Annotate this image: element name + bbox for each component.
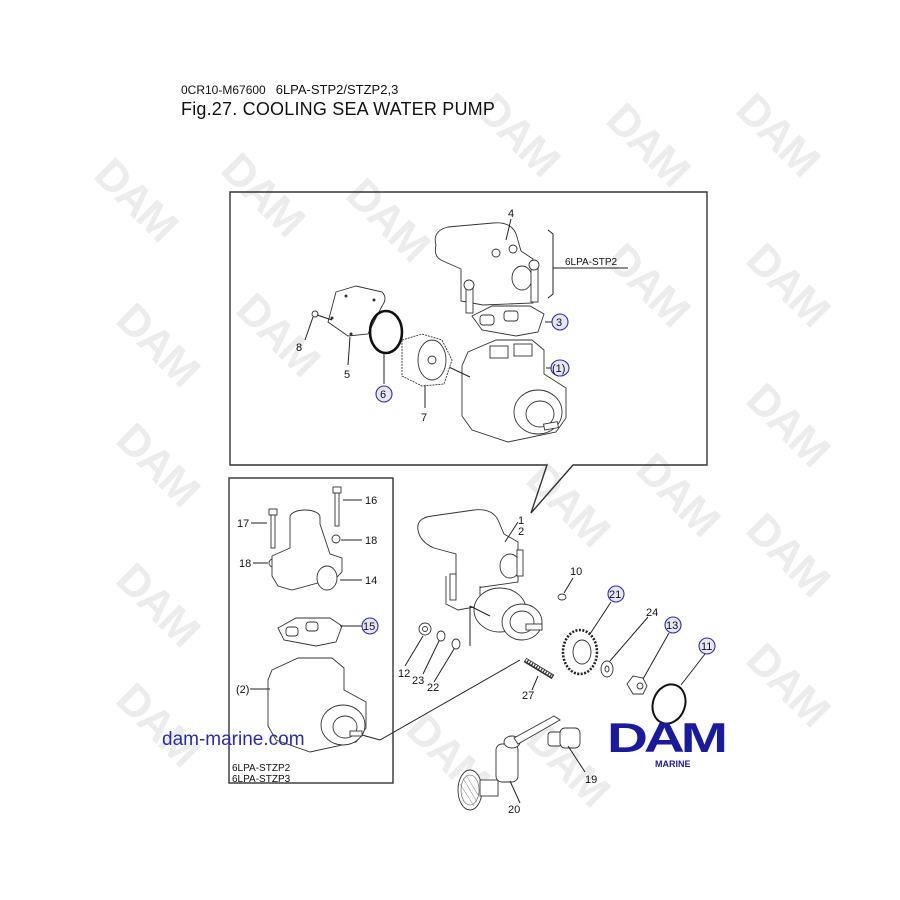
doc-code: 0CR10-M67600 (181, 83, 266, 97)
part-label-18a: 18 (365, 535, 377, 547)
model-label-stzp2: 6LPA-STZP2 (232, 763, 291, 774)
gasket-part-15 (277, 617, 343, 647)
nut-part-13 (626, 675, 648, 695)
washer-part-22 (451, 638, 461, 650)
svg-text:3: 3 (556, 317, 562, 329)
washer-part-18 (331, 534, 341, 544)
callout-6[interactable]: 6 (375, 385, 393, 403)
callout-13[interactable]: 13 (664, 616, 682, 634)
part-label-10: 10 (570, 566, 582, 578)
callout-21[interactable]: 21 (607, 585, 625, 603)
part-label-5: 5 (344, 369, 350, 381)
website-link[interactable]: dam-marine.com (162, 729, 305, 750)
model-label-stp2: 6LPA-STP2 (565, 257, 617, 268)
svg-text:11: 11 (701, 641, 712, 653)
model-label-stzp3: 6LPA-STZP3 (232, 774, 291, 785)
document-code: 0CR10-M67600 6LPA-STP2/STZP2,3 (181, 82, 398, 97)
bracket (547, 229, 554, 299)
callout-1[interactable]: (1) (550, 359, 570, 377)
svg-text:21: 21 (609, 589, 621, 601)
nut-part-12 (418, 622, 432, 636)
svg-text:15: 15 (363, 621, 375, 633)
bolt-part-16 (332, 486, 342, 527)
figure-title: Fig.27. COOLING SEA WATER PUMP (181, 99, 496, 119)
model-range: 6LPA-STP2/STZP2,3 (275, 82, 399, 97)
logo-wordmark: DAM (607, 714, 728, 761)
left-detail-box (228, 477, 394, 784)
pump-body-part-1 (461, 339, 567, 443)
part-label-18b: 18 (239, 558, 251, 570)
top-housing-part-4 (434, 222, 540, 314)
bolt-part-17 (268, 508, 278, 549)
washer-part-23 (436, 630, 446, 642)
logo-subtitle: MARINE (655, 759, 691, 769)
part-label-2: 2 (518, 526, 524, 538)
top-detail-box (229, 191, 708, 514)
part-label-1: 1 (518, 515, 524, 527)
callout-11[interactable]: 11 (698, 637, 716, 655)
o-ring-part-11 (651, 683, 687, 725)
impeller-part-7 (401, 333, 453, 387)
part-label-22: 22 (427, 682, 439, 694)
housing-part-14 (271, 509, 343, 591)
cover-plate-part-5 (327, 285, 386, 337)
svg-text:(1): (1) (552, 363, 565, 375)
svg-text:6: 6 (380, 389, 386, 401)
part-label-12: 12 (398, 668, 410, 680)
svg-text:13: 13 (666, 620, 678, 632)
part-label-14: 14 (365, 575, 377, 587)
dam-marine-logo: DAM MARINE (607, 717, 740, 770)
callout-15[interactable]: 15 (361, 617, 379, 635)
part-label-4: 4 (508, 208, 514, 220)
callout-3[interactable]: 3 (551, 313, 569, 331)
part-label-7: 7 (421, 412, 427, 424)
washer-part-24 (600, 660, 614, 678)
o-ring-part-6 (368, 309, 404, 355)
key-part-10 (557, 593, 567, 601)
pump-body-part-2 (267, 657, 367, 753)
part-label-24: 24 (646, 607, 658, 619)
part-label-17: 17 (237, 518, 249, 530)
gear-part-21 (561, 628, 599, 676)
stud-part-27 (523, 657, 555, 680)
part-label-19: 19 (585, 774, 597, 786)
gasket-part-3 (471, 305, 545, 337)
part-label-8: 8 (296, 342, 302, 354)
part-label-20: 20 (508, 804, 520, 816)
main-pump-assembly (417, 509, 543, 646)
screw-part-8 (311, 310, 333, 321)
part-label-2: (2) (236, 684, 249, 696)
part-label-23: 23 (412, 675, 424, 687)
part-label-27: 27 (522, 690, 534, 702)
part-label-16: 16 (365, 495, 377, 507)
seacock-part-20 (457, 715, 561, 811)
fitting-part-19 (547, 727, 581, 749)
